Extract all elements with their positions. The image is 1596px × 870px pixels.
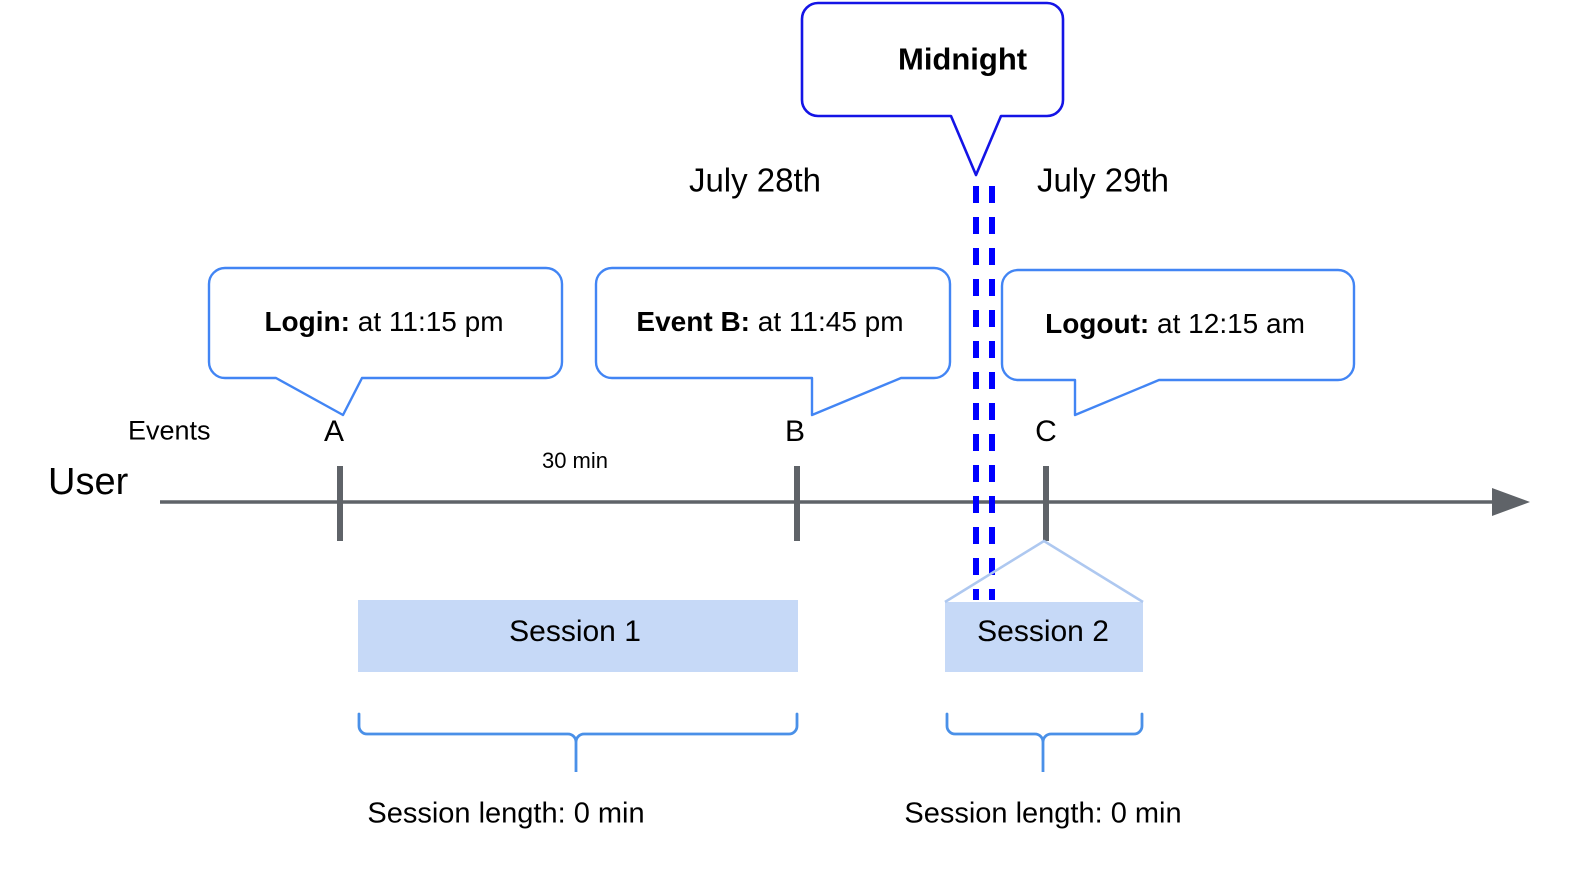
events-row-label: Events: [128, 415, 211, 446]
callout-logout-detail: at 12:15 am: [1149, 308, 1305, 339]
callout-label-event-b: Event B: at 11:45 pm: [636, 308, 903, 336]
session-1-length-caption: Session length: 0 min: [367, 797, 645, 830]
session-2-label: Session 2: [977, 615, 1109, 648]
tick-label-b: B: [784, 415, 806, 448]
session-1-brace: [357, 712, 799, 772]
tick-label-c: C: [1035, 415, 1057, 448]
callout-login-title: Login:: [264, 306, 350, 337]
callout-logout-title: Logout:: [1045, 308, 1150, 339]
event-tick-marks: [337, 466, 1049, 541]
duration-label-a-to-b: 30 min: [541, 448, 609, 473]
callout-label-logout: Logout: at 12:15 am: [1045, 310, 1305, 338]
user-row-label: User: [48, 461, 129, 503]
axis-arrow-icon: [1492, 488, 1530, 516]
callout-label-login: Login: at 11:15 pm: [264, 308, 503, 336]
session-2-length-caption: Session length: 0 min: [904, 797, 1182, 830]
midnight-boundary-lines: [973, 186, 995, 600]
timeline-axis: [160, 488, 1530, 516]
callout-shape-login: [207, 266, 564, 417]
session-1-label: Session 1: [509, 615, 641, 648]
midnight-callout-label: Midnight: [898, 41, 1028, 77]
callout-event-b-title: Event B:: [636, 306, 750, 337]
callout-shape-logout: [1000, 268, 1356, 417]
callout-login-detail: at 11:15 pm: [349, 306, 504, 337]
tick-label-a: A: [323, 415, 345, 448]
date-label-july-29: July 29th: [1036, 161, 1170, 199]
session-2-brace: [945, 712, 1144, 772]
midnight-callout-shape: [800, 1, 1065, 177]
callout-shape-event-b: [594, 266, 952, 417]
callout-event-b-detail: at 11:45 pm: [750, 306, 904, 337]
session-2-leader-lines: [944, 539, 1144, 604]
session-block-2: [944, 539, 1144, 672]
date-label-july-28: July 28th: [688, 161, 822, 199]
